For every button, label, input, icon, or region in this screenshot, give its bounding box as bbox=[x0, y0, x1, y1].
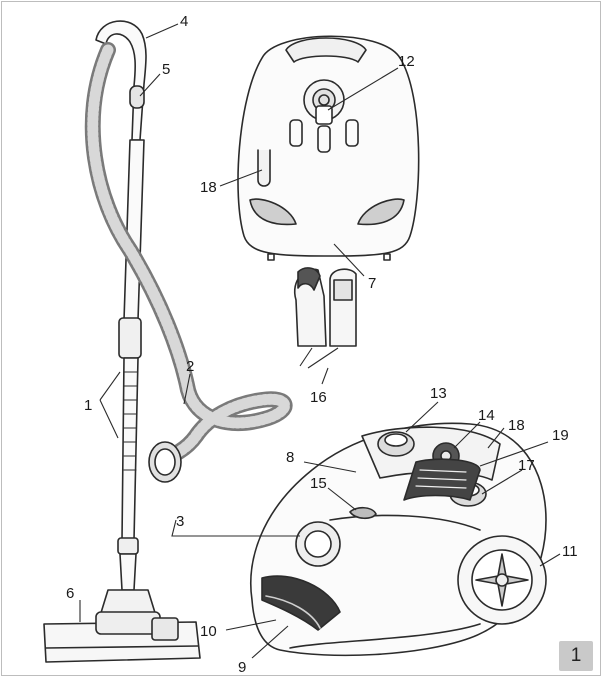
callout-14: 14 bbox=[478, 407, 495, 424]
callout-18-body: 18 bbox=[508, 417, 525, 434]
dust-cover-button bbox=[349, 506, 377, 520]
unit-rear-view bbox=[237, 35, 420, 261]
figure-number-badge: 1 bbox=[559, 641, 593, 671]
callout-9: 9 bbox=[238, 659, 246, 676]
callout-4: 4 bbox=[180, 13, 188, 30]
hose-connector bbox=[148, 441, 182, 483]
callout-12: 12 bbox=[398, 53, 415, 70]
callout-3: 3 bbox=[176, 513, 184, 530]
callout-10: 10 bbox=[200, 623, 217, 640]
tube-slide-button bbox=[118, 317, 142, 359]
floor-nozzle bbox=[43, 589, 201, 663]
callout-13: 13 bbox=[430, 385, 447, 402]
callout-18-rear: 18 bbox=[200, 179, 217, 196]
callout-8: 8 bbox=[286, 449, 294, 466]
callout-7: 7 bbox=[368, 275, 376, 292]
telescopic-tube bbox=[117, 139, 145, 591]
rear-wheel bbox=[457, 535, 547, 625]
accessory-nozzles bbox=[293, 267, 357, 347]
carry-handle bbox=[285, 37, 367, 63]
callout-5: 5 bbox=[162, 61, 170, 78]
callout-2: 2 bbox=[186, 358, 194, 375]
callout-16: 16 bbox=[310, 389, 327, 406]
suction-regulator bbox=[129, 85, 145, 109]
callout-1: 1 bbox=[84, 397, 92, 414]
callout-11: 11 bbox=[562, 543, 578, 560]
tube-parking-holder bbox=[257, 149, 271, 187]
callout-17: 17 bbox=[518, 457, 535, 474]
callout-15: 15 bbox=[310, 475, 327, 492]
cord-plug bbox=[315, 105, 333, 125]
callout-6: 6 bbox=[66, 585, 74, 602]
nozzle-switch bbox=[151, 617, 179, 641]
callout-19: 19 bbox=[552, 427, 569, 444]
flexible-hose bbox=[84, 42, 293, 468]
